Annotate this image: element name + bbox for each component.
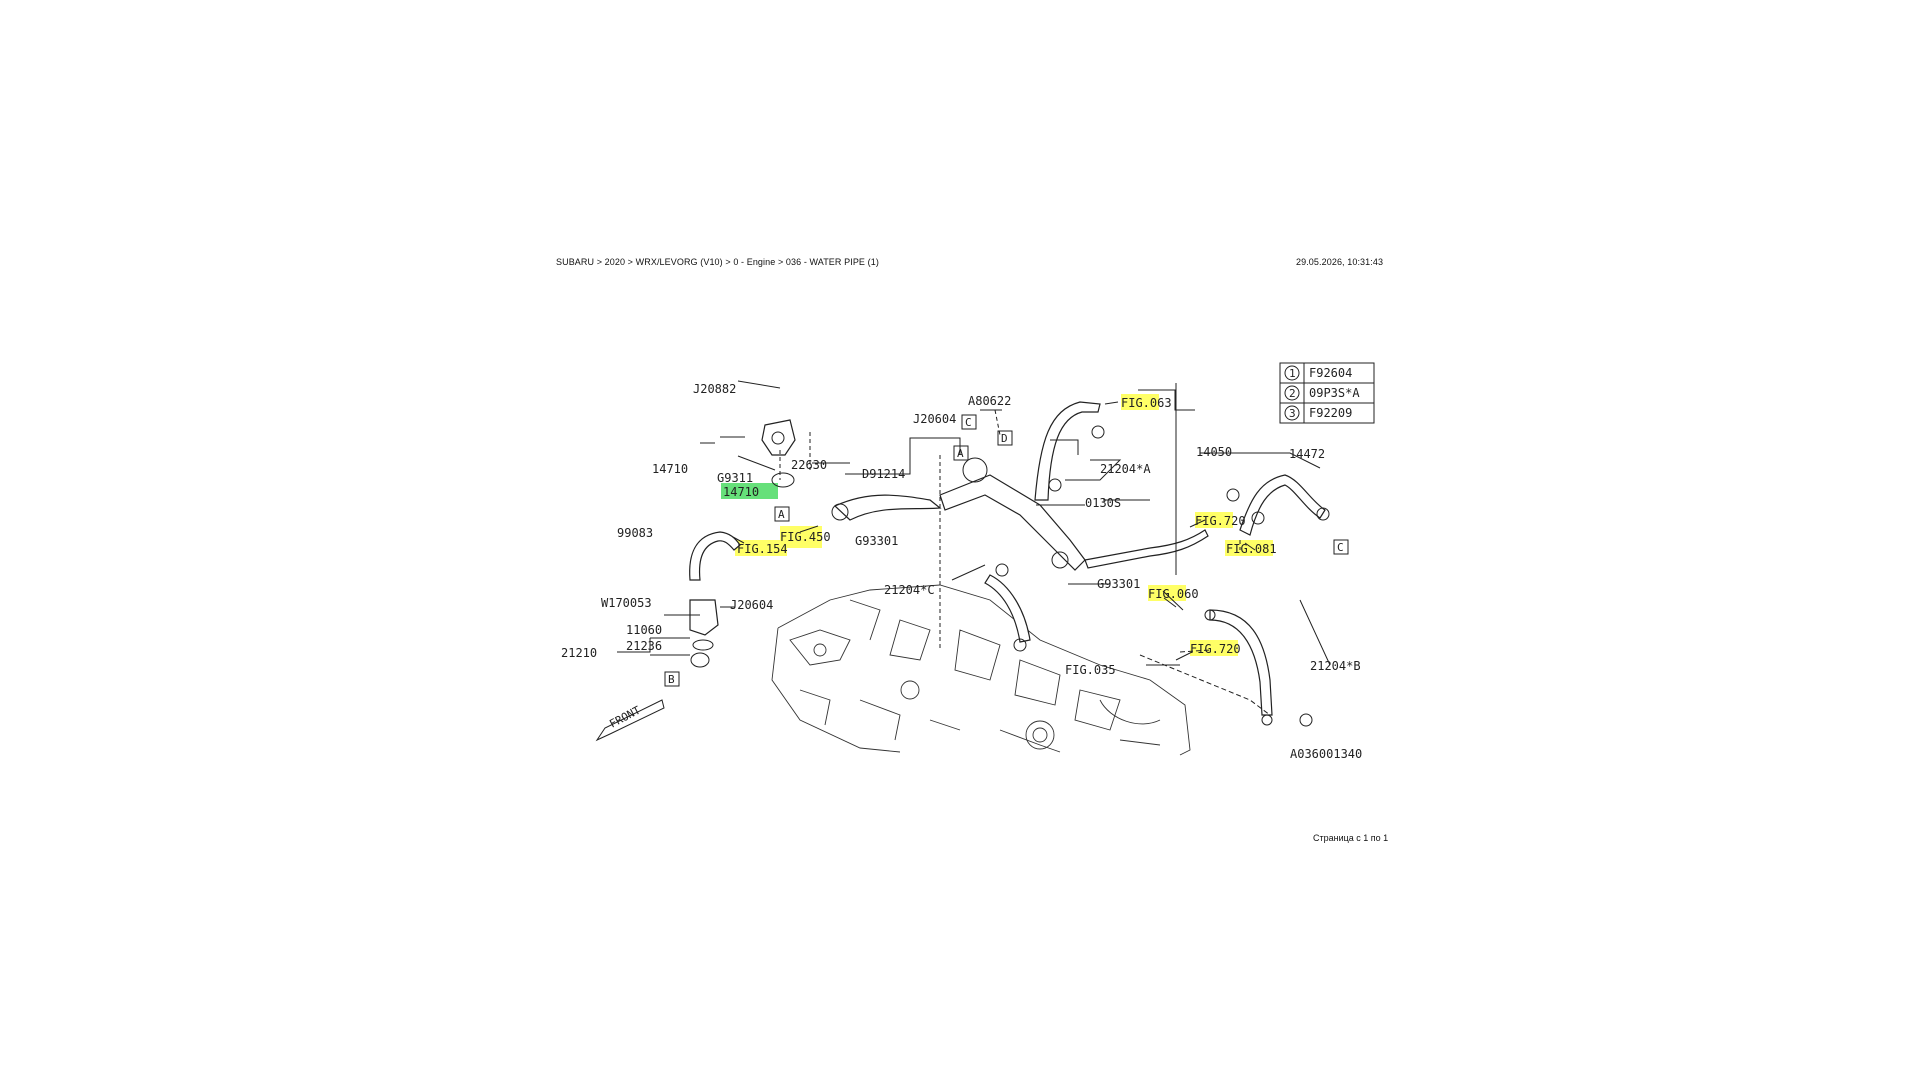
label-a80622: A80622 [968, 394, 1011, 408]
label-99083: 99083 [617, 526, 653, 540]
label-g9311: G9311 [717, 471, 753, 485]
label-fig035: FIG.035 [1065, 663, 1116, 677]
label-14050: 14050 [1196, 445, 1232, 459]
legend-table: 1 2 3 F92604 09P3S*A F92209 [1279, 362, 1375, 424]
highlight-fig060 [1148, 585, 1186, 601]
label-21210: 21210 [561, 646, 597, 660]
legend-num-3: 3 [1289, 407, 1296, 420]
label-fig063: FIG.063 [1121, 396, 1172, 410]
callout-c-upper: C [965, 416, 972, 429]
highlight-fig720b [1190, 640, 1238, 656]
highlight-fig720a [1195, 512, 1233, 528]
breadcrumb: SUBARU > 2020 > WRX/LEVORG (V10) > 0 - E… [556, 257, 879, 267]
print-timestamp: 29.05.2026, 10:31:43 [1296, 257, 1384, 267]
legend-num-2: 2 [1289, 387, 1296, 400]
position-markers [1048, 425, 1313, 727]
legend-code-2: 09P3S*A [1309, 386, 1360, 400]
label-21204b: 21204*B [1310, 659, 1361, 673]
label-fig720-a: FIG.720 [1195, 514, 1246, 528]
label-fig720-b: FIG.720 [1190, 642, 1241, 656]
label-21204c: 21204*C [884, 583, 935, 597]
label-14710-highlight: 14710 [723, 485, 759, 499]
label-14710: 14710 [652, 462, 688, 476]
page-counter: Страница с 1 по 1 [1313, 833, 1389, 843]
label-21236: 21236 [626, 639, 662, 653]
label-fig450: FIG.450 [780, 530, 831, 544]
label-g93301-b: G93301 [1097, 577, 1140, 591]
highlight-fig154 [735, 540, 787, 556]
callout-c-right: C [1337, 541, 1344, 554]
legend-code-1: F92604 [1309, 366, 1352, 380]
label-d91214: D91214 [862, 467, 905, 481]
highlight-fig081 [1225, 540, 1273, 556]
label-j20882: J20882 [693, 382, 736, 396]
label-11060: 11060 [626, 623, 662, 637]
label-fig081: FIG.081 [1226, 542, 1277, 556]
label-fig154: FIG.154 [737, 542, 788, 556]
callouts: A A B C C D [664, 414, 1349, 687]
label-21204a: 21204*A [1100, 462, 1151, 476]
callout-d: D [1001, 432, 1008, 445]
pipe-drawing [595, 380, 1331, 742]
engine-block-drawing [771, 584, 1191, 756]
label-22630: 22630 [791, 458, 827, 472]
label-fig060: FIG.060 [1148, 587, 1199, 601]
highlight-fig450 [780, 526, 822, 548]
legend-num-1: 1 [1289, 367, 1296, 380]
label-14472: 14472 [1289, 447, 1325, 461]
legend-code-3: F92209 [1309, 406, 1352, 420]
label-reference-code: A036001340 [1290, 747, 1362, 761]
highlight-14710 [721, 483, 778, 499]
label-g93301-a: G93301 [855, 534, 898, 548]
label-0130s: 0130S [1085, 496, 1121, 510]
callout-b: B [668, 673, 675, 686]
part-labels: J20882 A80622 J20604 FIG.063 14710 G9311… [561, 382, 1362, 761]
label-j20604-b: J20604 [730, 598, 773, 612]
callout-a-left: A [778, 508, 785, 521]
callout-a-upper: A [957, 447, 964, 460]
highlight-fig063 [1121, 394, 1159, 410]
label-j20604: J20604 [913, 412, 956, 426]
label-w170053: W170053 [601, 596, 652, 610]
